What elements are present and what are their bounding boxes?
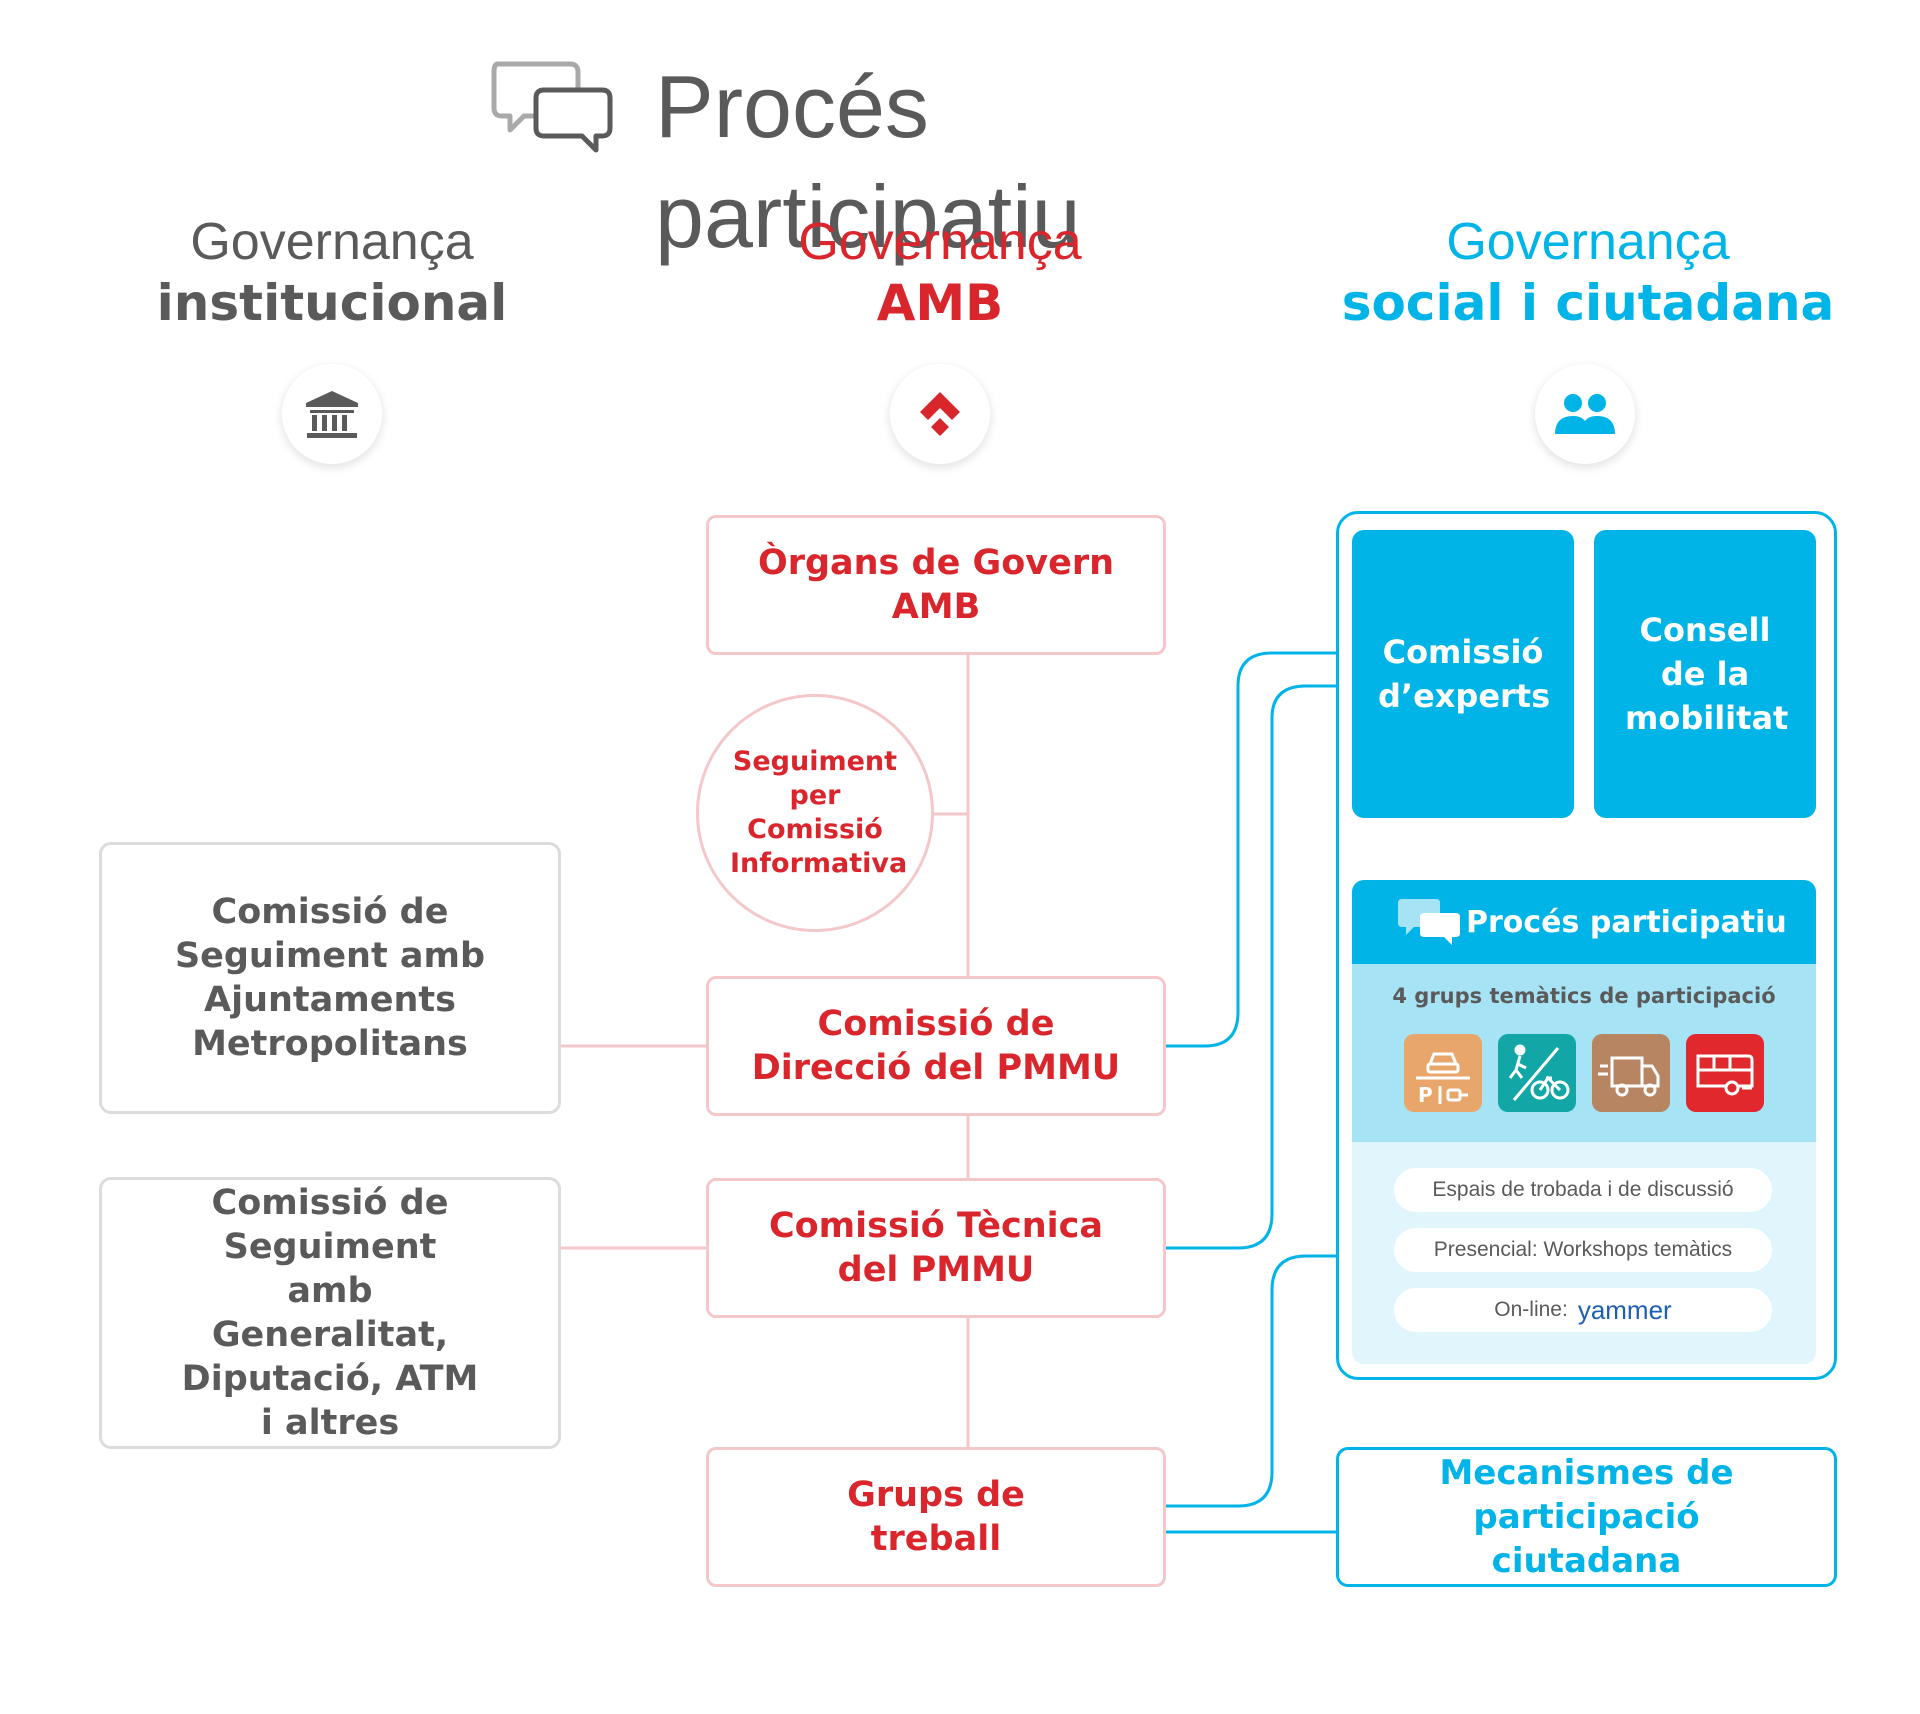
grups-to-proces (1166, 1254, 1352, 1508)
ajuntaments-label: Comissió de Seguiment amb Ajuntaments Me… (174, 892, 486, 1064)
chat-bubbles-icon (1396, 897, 1462, 947)
grups-section: 4 grups temàtics de participació P (1352, 964, 1816, 1142)
grups-treball-label: Grups de treball (847, 1475, 1025, 1559)
tecnica-to-experts (1166, 684, 1352, 1250)
page-title: Procés participatiu (655, 57, 1081, 266)
proces-header: Procés participatiu (1352, 880, 1816, 964)
mecanismes-label: Mecanismes de participació ciutadana (1439, 1453, 1734, 1581)
pill-online: On-line: yammer (1394, 1288, 1772, 1332)
proces-header-label: Procés participatiu (1466, 904, 1787, 940)
heading-line2: institucional (156, 274, 508, 332)
amb-logo-icon (890, 364, 990, 464)
tecnica-label: Comissió Tècnica del PMMU (768, 1206, 1104, 1290)
seguiment-circle: Seguiment per Comissió Informativa (696, 694, 934, 932)
title-icon (488, 58, 618, 154)
yammer-logo: yammer (1577, 1294, 1672, 1325)
grups-treball-box: Grups de treball (706, 1447, 1166, 1587)
consell-label: Consell de la mobilitat (1625, 611, 1789, 737)
column-heading-institutional: Governança institucional (52, 212, 612, 334)
pill-online-label: On-line: (1494, 1298, 1568, 1321)
svg-text:P: P (1418, 1083, 1433, 1107)
generalitat-box: Comissió de Seguiment amb Generalitat, D… (99, 1177, 561, 1449)
mecanismes-box: Mecanismes de participació ciutadana (1336, 1447, 1837, 1587)
direccio-to-experts (1166, 651, 1352, 1048)
grups-label: 4 grups temàtics de participació (1392, 984, 1776, 1008)
generalitat-label: Comissió de Seguiment amb Generalitat, D… (181, 1183, 479, 1443)
experts-label: Comissió d’experts (1378, 633, 1551, 715)
people-icon (1535, 364, 1635, 464)
ajuntaments-box: Comissió de Seguiment amb Ajuntaments Me… (99, 842, 561, 1114)
heading-line1: Governança (190, 213, 474, 271)
parking-charging-icon: P (1404, 1034, 1482, 1112)
heading-line2: AMB (876, 274, 1004, 332)
bus-icon (1686, 1034, 1764, 1112)
organs-govern-box: Òrgans de Govern AMB (706, 515, 1166, 655)
heading-line1: Governança (1446, 213, 1730, 271)
heading-line1: Governança (798, 213, 1082, 271)
pill-espais: Espais de trobada i de discussió (1394, 1168, 1772, 1212)
column-heading-social: Governança social i ciutadana (1308, 212, 1868, 334)
delivery-truck-icon (1592, 1034, 1670, 1112)
walk-bike-icon (1498, 1034, 1576, 1112)
column-heading-amb: Governança AMB (660, 212, 1220, 334)
experts-box: Comissió d’experts (1352, 530, 1574, 818)
institution-icon (282, 364, 382, 464)
direccio-box: Comissió de Direcció del PMMU (706, 976, 1166, 1116)
pill-presencial-label: Presencial: Workshops temàtics (1433, 1238, 1733, 1261)
pill-presencial: Presencial: Workshops temàtics (1394, 1228, 1772, 1272)
consell-box: Consell de la mobilitat (1594, 530, 1816, 818)
organs-govern-label: Òrgans de Govern AMB (757, 543, 1115, 627)
proces-panel: Procés participatiu 4 grups temàtics de … (1352, 880, 1816, 1364)
seguiment-label: Seguiment per Comissió Informativa (730, 746, 908, 879)
tecnica-box: Comissió Tècnica del PMMU (706, 1178, 1166, 1318)
pill-espais-label: Espais de trobada i de discussió (1432, 1178, 1734, 1201)
direccio-label: Comissió de Direcció del PMMU (751, 1004, 1121, 1088)
heading-line2: social i ciutadana (1341, 274, 1835, 332)
